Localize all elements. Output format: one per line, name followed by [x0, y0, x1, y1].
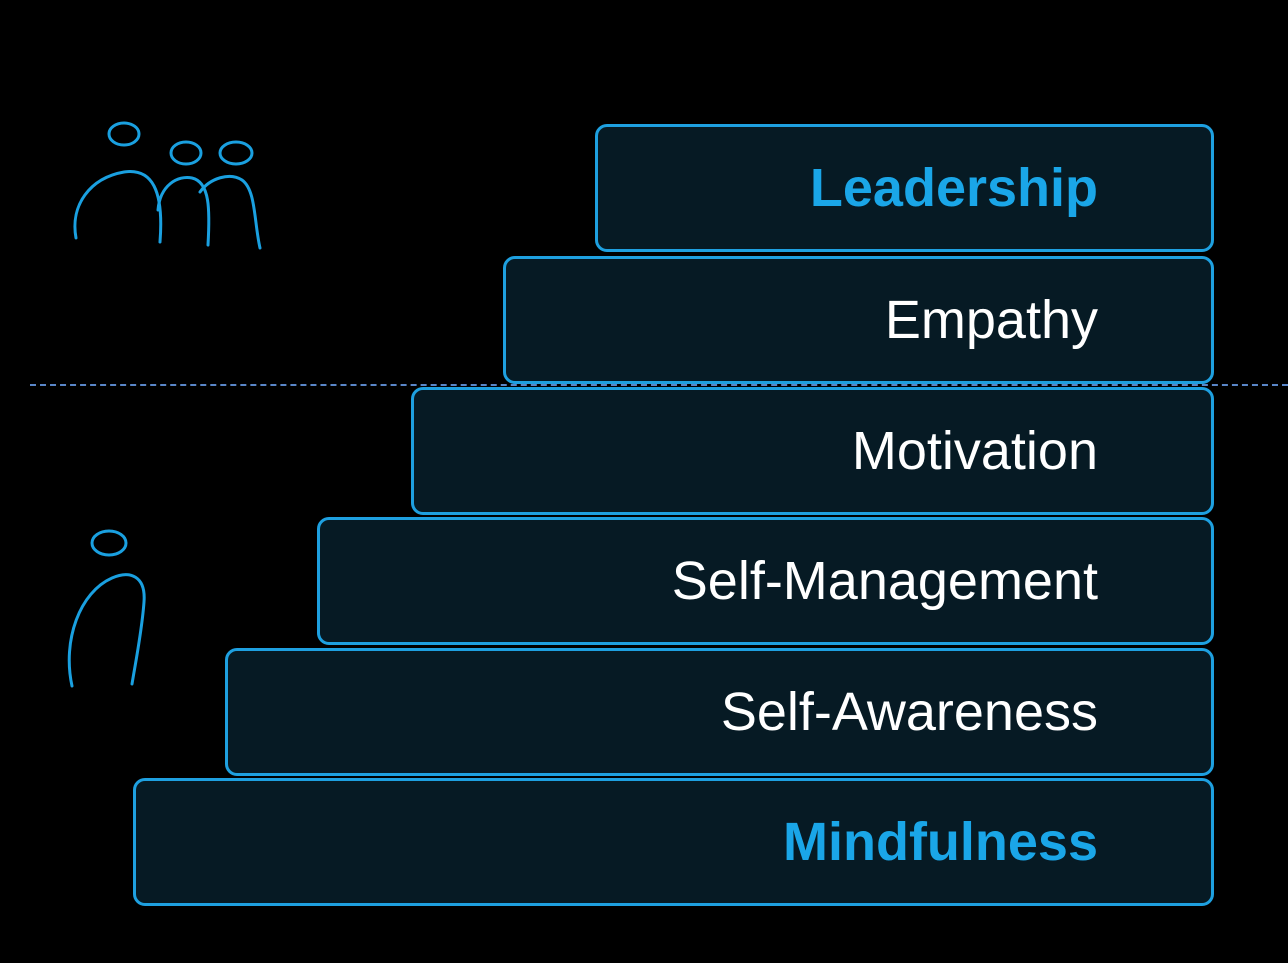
step-self-management: Self-Management [317, 517, 1214, 645]
step-label: Mindfulness [782, 812, 1098, 872]
step-label: Self-Awareness [720, 682, 1098, 742]
step-label: Self-Management [671, 551, 1098, 611]
dashed-divider [30, 384, 1288, 386]
step-mindfulness: Mindfulness [133, 778, 1214, 906]
step-label: Motivation [851, 421, 1098, 481]
step-empathy: Empathy [503, 256, 1214, 384]
step-label: Empathy [884, 290, 1098, 350]
step-motivation: Motivation [411, 387, 1214, 515]
step-label: Leadership [809, 158, 1098, 218]
single-person-icon [67, 529, 146, 688]
group-of-people-icon [73, 121, 262, 250]
step-leadership: Leadership [595, 124, 1214, 252]
step-self-awareness: Self-Awareness [225, 648, 1214, 776]
